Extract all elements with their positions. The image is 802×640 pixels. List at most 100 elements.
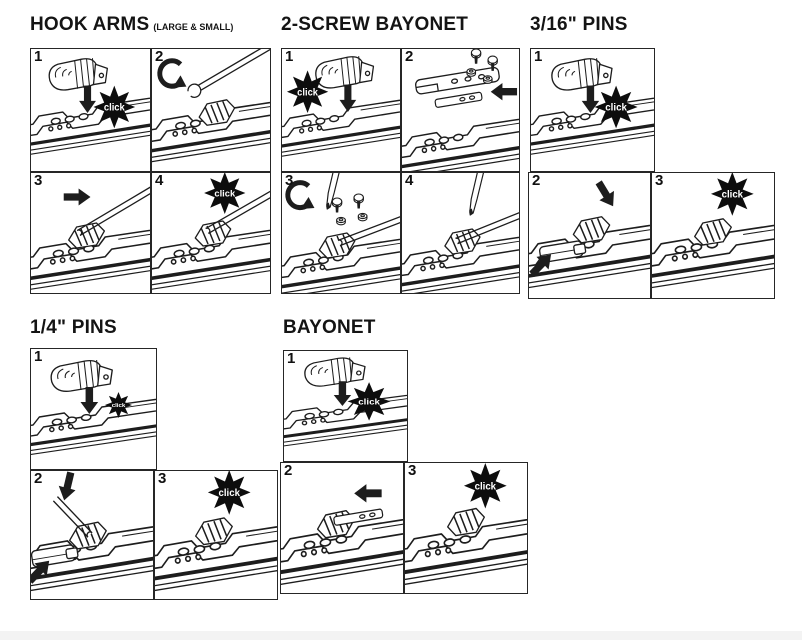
panel-step-number: 1: [287, 350, 296, 367]
panel-step-number: 3: [655, 172, 664, 189]
connector-block-drawing: [68, 222, 106, 249]
rotate-arrow: [157, 58, 187, 89]
svg-text:click: click: [112, 403, 126, 409]
panel-illustration: click: [531, 58, 654, 155]
wiper-blade-drawing: [652, 224, 774, 289]
screw-drawing: [353, 193, 364, 209]
direction-arrow: [58, 471, 76, 501]
panel-illustration: click: [152, 173, 270, 290]
panel-three-sixteenth-pins-step-2: 2: [528, 172, 651, 299]
panel-step-number: 3: [158, 470, 167, 487]
panel-step-number: 2: [405, 48, 414, 65]
connector-block-drawing: [194, 220, 232, 247]
panel-two-screw-bayonet-step-4: 4: [401, 172, 520, 294]
panel-hook-arms-step-3: 3: [30, 172, 151, 294]
panel-step-number: 4: [405, 172, 414, 189]
direction-arrow: [79, 85, 96, 114]
panel-step-number: 2: [284, 462, 293, 479]
panel-illustration: click: [405, 463, 527, 585]
panel-hook-arms-step-2: 2: [151, 48, 271, 172]
click-starburst: click: [347, 382, 391, 421]
connector-block-drawing: [195, 517, 233, 546]
panel-hook-arms-step-1: click 1: [30, 48, 151, 172]
wiper-blade-drawing: [282, 99, 400, 157]
nut-drawing: [466, 68, 477, 77]
panel-illustration: [529, 180, 650, 289]
rotate-arrow: [285, 180, 315, 211]
panel-step-number: 3: [285, 172, 294, 189]
section-title-two-screw-bayonet: 2-SCREW BAYONET: [281, 14, 469, 35]
svg-text:click: click: [358, 397, 381, 406]
wiper-blade-drawing: [402, 118, 519, 171]
direction-arrow: [63, 188, 91, 206]
panel-step-number: 2: [34, 470, 43, 487]
panel-step-number: 4: [155, 172, 164, 189]
pin-arm-drawing: [31, 544, 79, 568]
svg-text:click: click: [104, 102, 126, 113]
bayonet-bar-drawing: [333, 508, 384, 526]
wiper-blade-drawing: [155, 526, 277, 592]
panel-illustration: [31, 186, 150, 290]
panel-quarter-pins-step-1: click 1: [30, 348, 157, 470]
wiper-blade-drawing: [31, 229, 150, 290]
direction-arrow: [31, 560, 50, 584]
svg-text:click: click: [722, 189, 744, 200]
panel-step-number: 1: [34, 48, 43, 65]
panel-two-screw-bayonet-step-2: 2: [401, 48, 520, 172]
click-starburst: click: [104, 391, 133, 419]
nut-drawing: [482, 75, 493, 84]
screw-drawing: [331, 197, 343, 213]
panel-illustration: [281, 484, 403, 585]
panel-illustration: [282, 173, 400, 293]
connector-block-drawing: [447, 507, 485, 537]
section-title-bayonet: BAYONET: [283, 317, 376, 338]
svg-text:click: click: [218, 488, 240, 499]
nut-drawing: [357, 212, 368, 222]
nut-drawing: [336, 216, 346, 226]
click-starburst: click: [93, 85, 136, 129]
svg-text:click: click: [214, 187, 236, 198]
panel-step-number: 1: [34, 348, 43, 365]
wiper-blade-drawing: [405, 518, 527, 585]
svg-text:click: click: [297, 87, 318, 98]
screw-drawing: [487, 55, 498, 71]
panel-step-number: 3: [34, 172, 43, 189]
panel-illustration: [402, 49, 519, 171]
svg-text:click: click: [475, 481, 497, 492]
panel-quarter-pins-step-2: 2: [30, 470, 154, 600]
click-starburst: click: [286, 70, 329, 114]
panel-illustration: [402, 173, 519, 293]
wiper-arm-rod-drawing: [455, 212, 519, 245]
section-subtitle: (LARGE & SMALL): [153, 22, 234, 32]
direction-arrow: [529, 254, 552, 277]
panel-bayonet-step-1: click 1: [283, 350, 408, 462]
panel-bayonet-step-2: 2: [280, 462, 404, 594]
screwdriver-drawing: [326, 173, 340, 210]
arm-connector-drawing: [50, 359, 113, 392]
wiper-arm-rod-drawing: [76, 186, 150, 236]
wiper-arm-rod-drawing: [52, 496, 93, 538]
svg-text:click: click: [605, 103, 627, 114]
direction-arrow: [595, 180, 614, 207]
click-starburst: click: [710, 173, 754, 216]
page-footer-strip: [0, 631, 802, 640]
panel-two-screw-bayonet-step-3: 3: [281, 172, 401, 294]
panel-illustration: click: [284, 357, 407, 447]
panel-illustration: click: [31, 58, 150, 155]
arm-connector-drawing: [551, 58, 613, 91]
connector-block-drawing: [694, 218, 732, 246]
panel-step-number: 2: [532, 172, 541, 189]
wiper-blade-drawing: [402, 236, 519, 293]
connector-block-drawing: [318, 232, 356, 259]
direction-arrow: [354, 484, 382, 503]
wiper-blade-drawing: [152, 229, 270, 290]
section-title-hook-arms: HOOK ARMS(LARGE & SMALL): [30, 14, 234, 35]
panel-two-screw-bayonet-step-1: click 1: [281, 48, 401, 172]
panel-step-number: 1: [285, 48, 294, 65]
click-starburst: click: [204, 173, 246, 214]
panel-quarter-pins-step-3: click 3: [154, 470, 278, 600]
wiper-arm-rod-drawing: [205, 190, 270, 234]
panel-illustration: click: [155, 471, 277, 592]
